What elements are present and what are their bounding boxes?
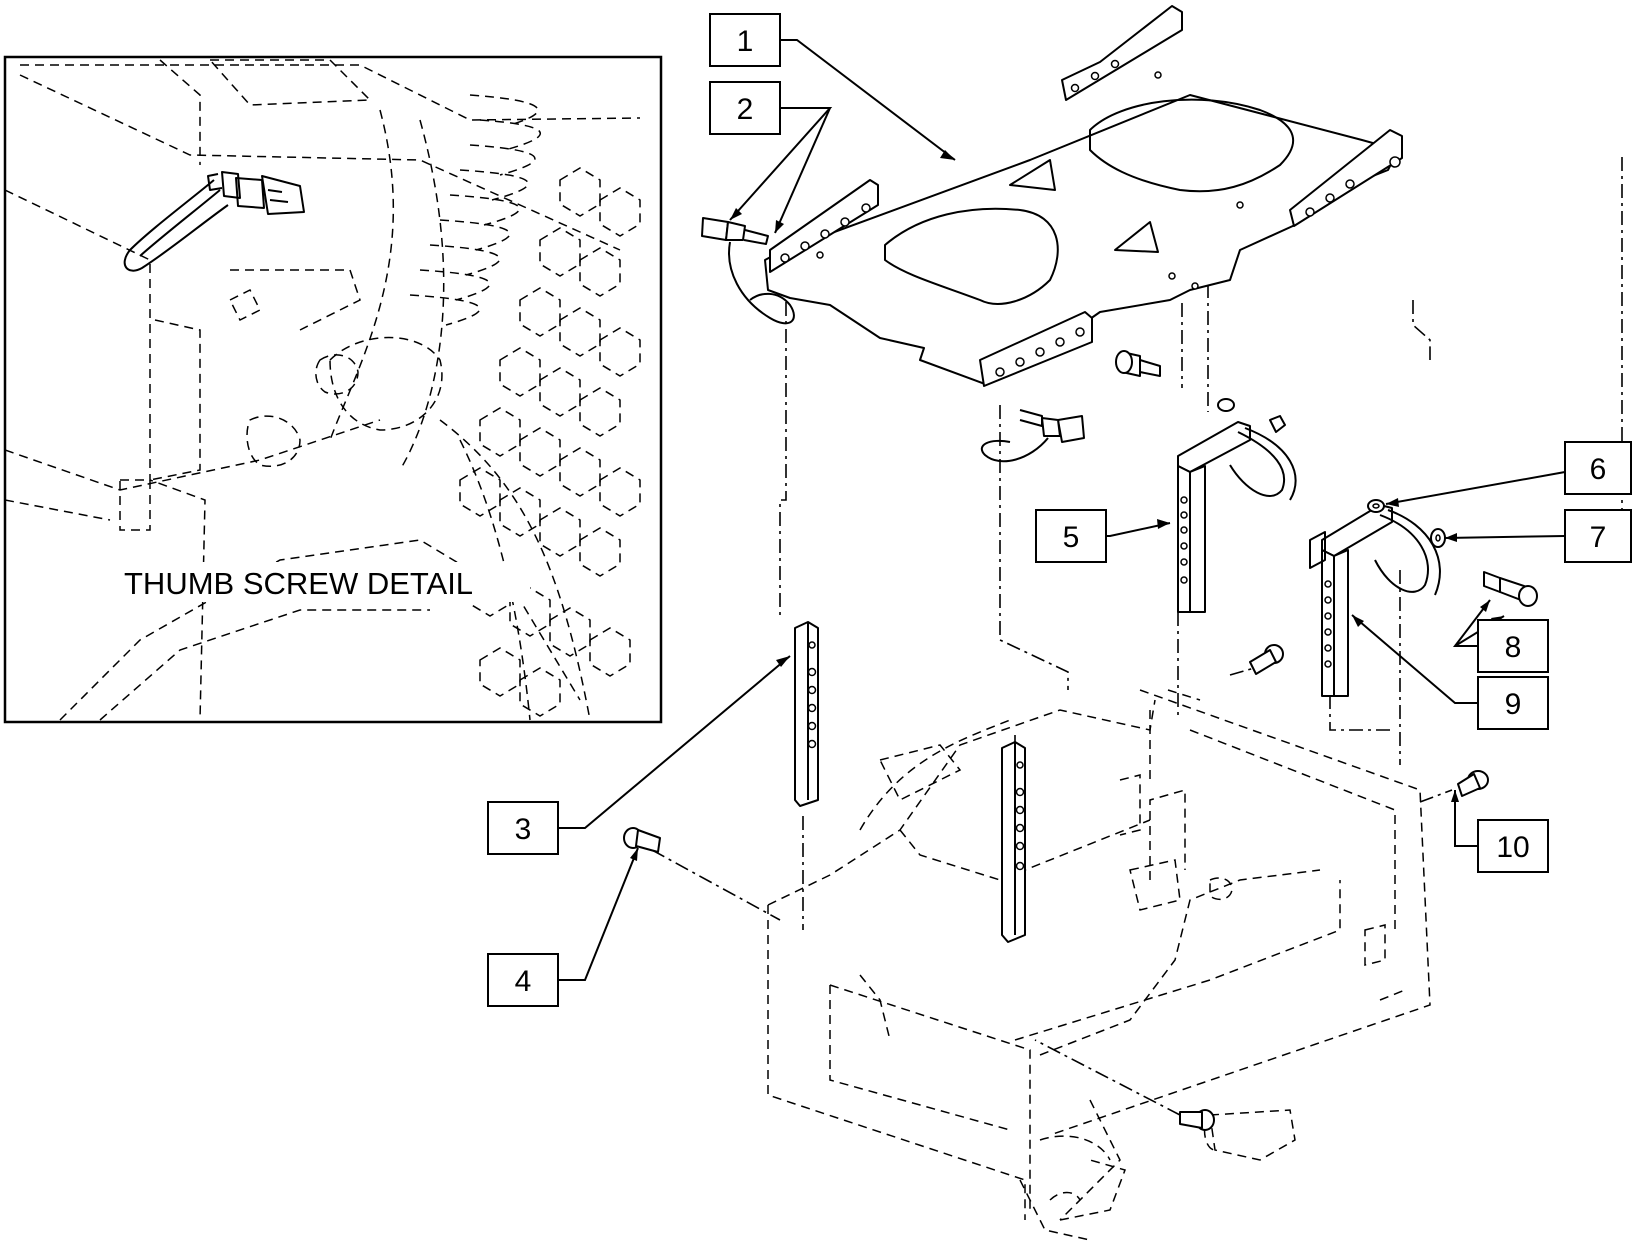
callout-8: 8 [1477,619,1549,673]
callout-3-label: 3 [515,813,532,846]
part-2-thumb-screw-right [980,409,1085,463]
callout-5-label: 5 [1063,521,1080,554]
callout-3: 3 [487,801,559,855]
callout-6: 6 [1564,441,1632,495]
part-5-hook-bracket [1177,398,1297,613]
callout-9: 9 [1477,676,1549,730]
detail-title: THUMB SCREW DETAIL [124,566,473,601]
shoulder-bolt [1115,350,1161,377]
callout-2-label: 2 [737,93,754,126]
callout-5: 5 [1035,509,1107,563]
part-4-bolt [623,827,661,853]
callout-4-label: 4 [515,965,532,998]
callout-9-label: 9 [1505,688,1522,721]
thumb-screw-detail-inset: THUMB SCREW DETAIL [3,55,663,724]
part-8-shoulder-screw [1483,571,1538,607]
part-3-upright-left [794,621,819,807]
part-3-upright-right [1001,741,1026,943]
callout-7-label: 7 [1590,521,1607,554]
callout-8-label: 8 [1505,631,1522,664]
part-1-seat-plate [764,5,1403,387]
leader-lines [558,39,1566,981]
callout-7: 7 [1564,509,1632,563]
callout-4: 4 [487,953,559,1007]
callout-1-label: 1 [737,25,754,58]
callout-10: 10 [1477,819,1549,873]
part-10-bolt [1457,770,1489,797]
callout-2: 2 [709,81,781,135]
part-6-washer [1367,499,1385,513]
callout-1: 1 [709,13,781,67]
lower-bolt [1179,1109,1215,1131]
top-frame-bolt [1249,644,1284,675]
callout-10-label: 10 [1496,831,1529,864]
callout-6-label: 6 [1590,453,1607,486]
thumb-screw-detail-part [123,171,305,272]
part-7-washer [1430,528,1446,548]
part-9-hook-bracket [1309,504,1441,697]
seat-plate-holes [780,59,1401,377]
part-2-thumb-screw-left [701,217,795,325]
base-frame [767,689,1431,1241]
